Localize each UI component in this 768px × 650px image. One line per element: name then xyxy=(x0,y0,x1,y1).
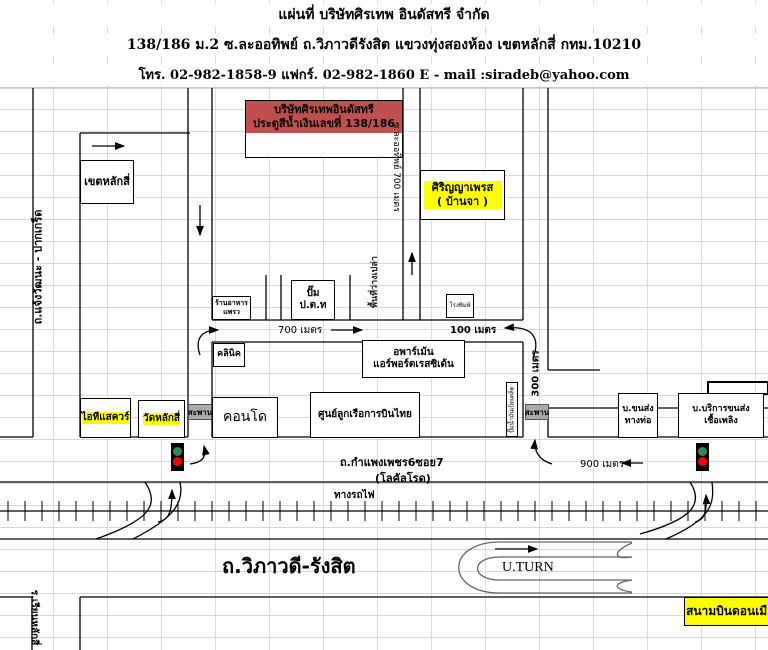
apartment-name: แอร์พอร์ตเรสซิเด้น xyxy=(373,359,454,370)
address: 138/186 ม.2 ซ.ละออทิพย์ ถ.วิภาวดีรังสิต … xyxy=(0,34,768,56)
bridge-right: สะพาน xyxy=(525,404,549,420)
laksi-district-office: เขตหลักสี่ xyxy=(80,160,134,204)
distance-300: 300 เมตร xyxy=(530,350,542,397)
map-title: แผ่นที่ บริษัทศิรเทพ อินดัสทรี จำกัด xyxy=(0,4,768,26)
kamphaeng-phet-road-label: ถ.กำแพงเพชร6ซอย7 xyxy=(340,456,444,469)
ptt-pump: ปั๊ม ป.ต.ท xyxy=(291,280,335,320)
local-road-label: (โลคัลโรด) xyxy=(375,472,431,485)
small-vertical-shop: ปั๊มน้ำมันเบ็ดเตล็ด xyxy=(506,382,518,437)
small-shop-label: ปั๊มน้ำมันเบ็ดเตล็ด xyxy=(508,386,516,433)
fuel-label-1: บ.บริการขนส่ง xyxy=(692,404,750,415)
company-door: ประตูสีน้ำเงินเลขที่ 138/186 xyxy=(252,116,396,130)
railway-label: ทางรถไฟ xyxy=(334,490,375,501)
printing-house: โรงพิมพ์ xyxy=(446,294,474,318)
vacant-land-label: พื้นที่ว่างเปล่า xyxy=(369,256,380,308)
ban-ja-label: ( บ้านจา ) xyxy=(436,195,488,208)
condo: คอนโด xyxy=(212,397,278,438)
traffic-light-left xyxy=(171,443,184,471)
don-mueang-airport: สนามบินดอนเมือง xyxy=(684,597,768,626)
soi-la-or-thip-label: ซ.ละออทิพย์ 700 เมตร xyxy=(390,122,401,212)
apartment-label: อพาร์เม้น xyxy=(393,346,434,358)
company-building: บริษัทศิรเทพอินดัสทรี ประตูสีน้ำเงินเลขท… xyxy=(245,100,403,158)
it-square-label: ไอทีแสควร์ xyxy=(81,411,130,425)
distance-100: 100 เมตร xyxy=(450,325,497,336)
company-name: บริษัทศิรเทพอินดัสทรี xyxy=(274,103,374,116)
sirinya-press: ศิริญญาเพรส ( บ้านจา ) xyxy=(420,170,505,220)
school-label: ร.เรียนหลักสี่ xyxy=(28,589,40,646)
wat-laksi: วัดหลักสี่ xyxy=(138,400,185,438)
clinic: คลินิค xyxy=(213,343,245,367)
restaurant-name: แพรว xyxy=(223,308,240,316)
airport-residence: อพาร์เม้น แอร์พอร์ตเรสซิเด้น xyxy=(362,340,465,378)
traffic-light-right xyxy=(696,443,709,471)
wat-laksi-label: วัดหลักสี่ xyxy=(143,412,180,426)
u-turn-label: U.TURN xyxy=(502,560,554,575)
distance-700: 700 เมตร xyxy=(278,325,323,336)
pipeline-transport: บ.ขนส่ง ทางท่อ xyxy=(618,393,658,438)
fuel-transport-service: บ.บริการขนส่ง เชื้อเพลิง xyxy=(678,393,764,438)
fuel-label-2: เชื้อเพลิง xyxy=(704,415,738,426)
sirinya-label: ศิริญญาเพรส xyxy=(431,181,494,195)
distance-900: 900 เมตร xyxy=(580,459,625,470)
pipeline-label-2: ทางท่อ xyxy=(624,415,652,426)
restaurant: ร้านอาหาร แพรว xyxy=(212,296,251,320)
thai-airways-crew-center: ศูนย์ลูกเรือการบินไทย xyxy=(310,392,420,438)
pipeline-label-1: บ.ขนส่ง xyxy=(622,404,654,415)
it-square: ไอทีแสควร์ xyxy=(80,398,131,438)
bridge-left: สะพาน xyxy=(188,404,212,420)
vibhavadi-road-label: ถ.วิภาวดี-รังสิต xyxy=(222,554,356,578)
chaeng-watthana-road-label: ถ.แจ้งวัฒนะ - ปากเกร็ด xyxy=(31,209,45,325)
restaurant-label: ร้านอาหาร xyxy=(215,299,248,308)
contact-info: โทร. 02-982-1858-9 แฟกร์. 02-982-1860 E … xyxy=(0,64,768,85)
railway-ties xyxy=(7,501,757,521)
